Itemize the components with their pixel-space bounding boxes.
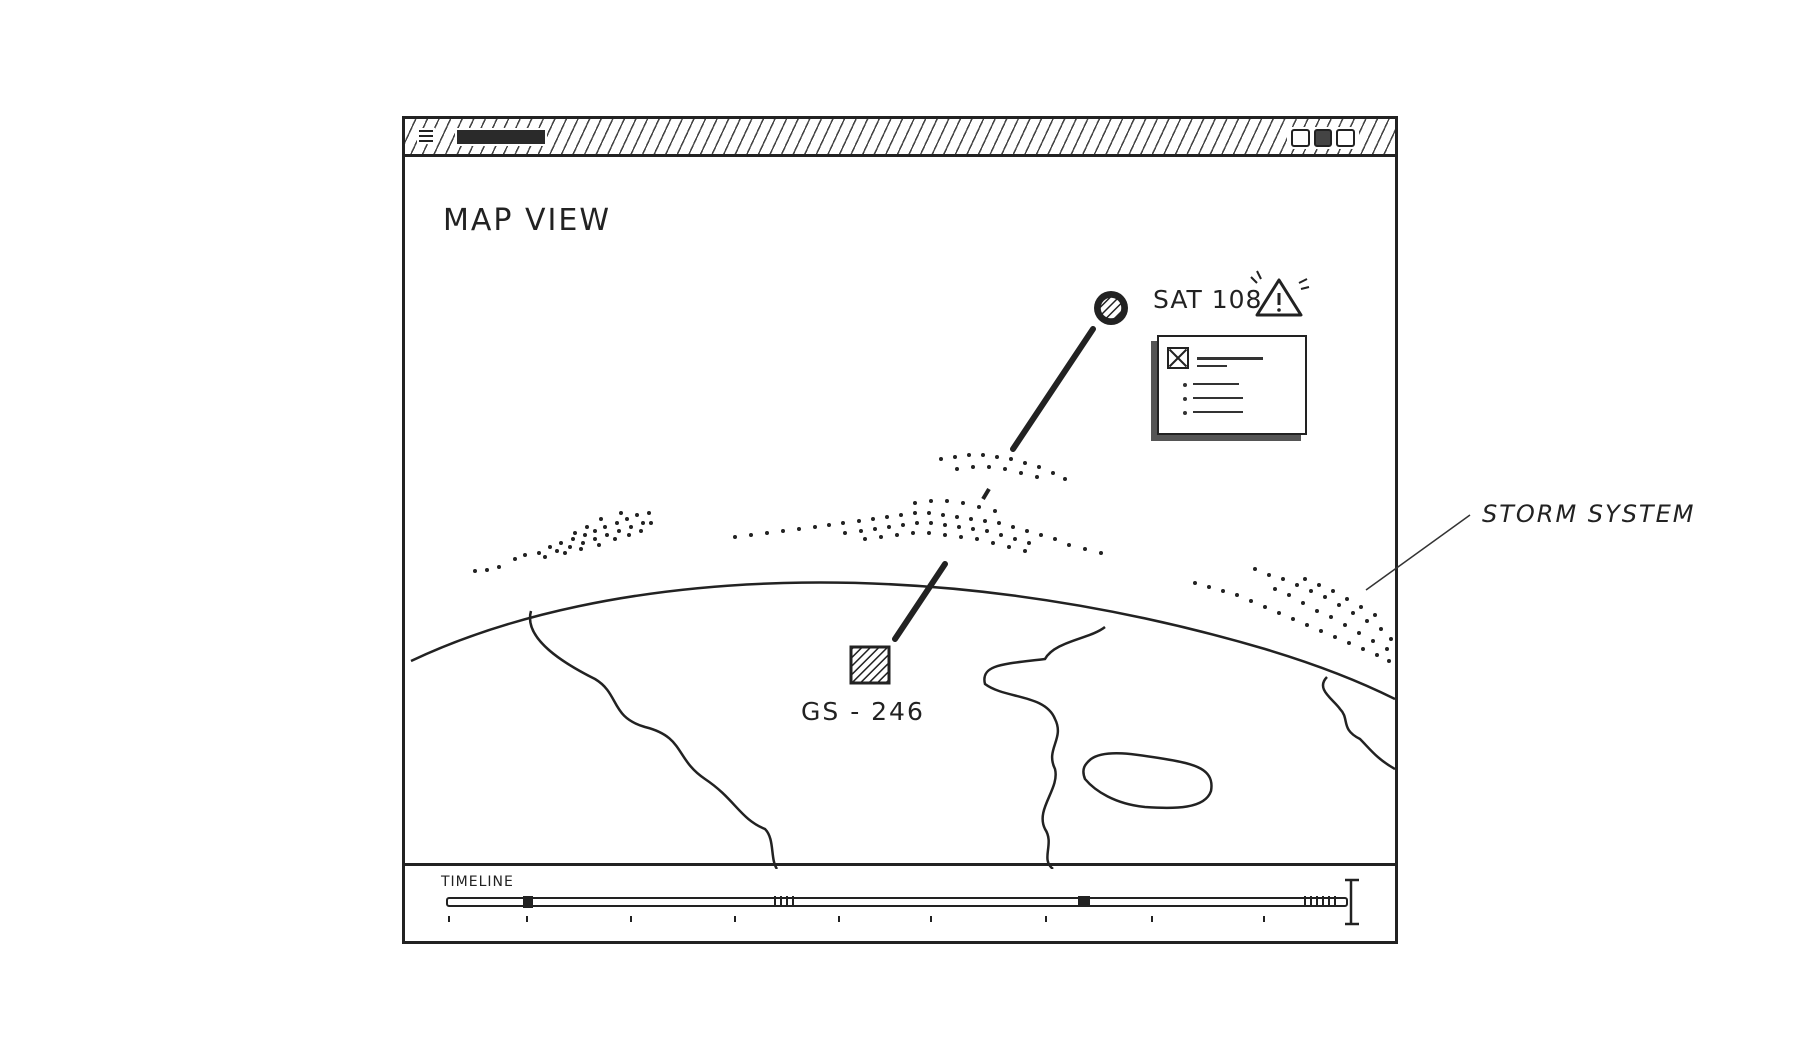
app-title-placeholder: [455, 128, 547, 146]
satellite-marker[interactable]: [1094, 291, 1128, 325]
timeline-event-cluster: [774, 896, 1336, 906]
timeline-label: TIMELINE: [441, 874, 514, 890]
storm-system-annotation: STORM SYSTEM: [1482, 500, 1696, 528]
storm-cloud-left: [473, 511, 653, 573]
timeline-event-marker: [523, 896, 533, 908]
link-line-middle: [981, 487, 991, 501]
map-canvas[interactable]: [405, 119, 1395, 869]
timeline-playhead[interactable]: [1345, 878, 1359, 926]
satellite-label: SAT 108: [1153, 285, 1263, 314]
popup-text-line: [1193, 411, 1243, 413]
timeline-ticks: [448, 916, 1265, 922]
storm-cloud-right: [1193, 567, 1393, 663]
satellite-info-popup[interactable]: [1157, 335, 1307, 435]
ground-station-label: GS - 246: [801, 697, 925, 726]
popup-bullet: [1183, 397, 1187, 401]
link-line-upper: [1010, 326, 1096, 452]
hamburger-icon[interactable]: [417, 128, 435, 144]
popup-bullet: [1183, 411, 1187, 415]
page-title: MAP VIEW: [443, 203, 612, 238]
minimize-button[interactable]: [1291, 129, 1310, 147]
popup-text-line: [1193, 397, 1243, 399]
close-button[interactable]: [1336, 129, 1356, 147]
storm-cloud-center: [733, 453, 1103, 555]
timeline-event-marker: [1078, 896, 1090, 906]
app-window: MAP VIEW: [402, 116, 1398, 944]
maximize-button[interactable]: [1313, 129, 1333, 147]
popup-text-line: [1193, 383, 1239, 385]
timeline-panel: TIMELINE: [405, 863, 1395, 941]
popup-title-line: [1197, 357, 1263, 360]
link-line-lower: [892, 561, 948, 642]
window-controls: [1287, 127, 1359, 149]
image-placeholder-icon: [1167, 347, 1189, 369]
continent-outline: [983, 625, 1106, 869]
continent-outline: [1321, 676, 1395, 771]
earth-horizon: [410, 581, 1395, 701]
popup-bullet: [1183, 383, 1187, 387]
warning-triangle-icon[interactable]: [1250, 270, 1310, 317]
island-outline: [1082, 751, 1213, 810]
timeline-track[interactable]: [405, 866, 1395, 944]
ground-station-marker[interactable]: [849, 645, 891, 685]
continent-outline: [528, 610, 779, 869]
title-bar: [405, 119, 1395, 157]
popup-subtitle-line: [1197, 365, 1227, 367]
